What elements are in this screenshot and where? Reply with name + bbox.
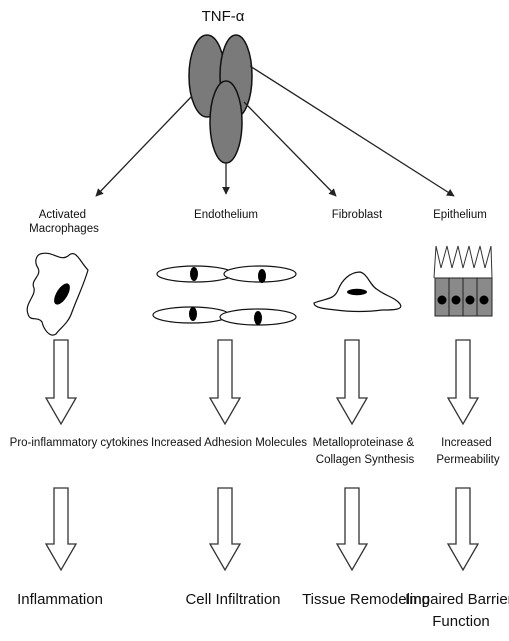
hollow-down-arrows-row-2 — [46, 488, 478, 570]
tnf-trimer-icon — [189, 35, 252, 163]
arrow-to-macrophages — [96, 96, 192, 196]
outcome-inflammation: Inflammation — [17, 591, 103, 608]
fibroblast-icon — [314, 272, 401, 312]
hollow-down-arrow-icon — [46, 488, 76, 570]
effect-fibroblast: Metalloproteinase & Collagen Synthesis — [313, 437, 418, 466]
effect-epithelium: Increased Permeability — [436, 437, 500, 466]
effect-macrophages: Pro-inflammatory cytokines — [10, 437, 149, 449]
hollow-down-arrow-icon — [210, 488, 240, 570]
cell-label-macrophages: Activated Macrophages — [29, 209, 99, 235]
endothelial-cells-icon — [153, 266, 296, 325]
arrow-to-epithelium — [250, 66, 454, 196]
effect-endothelium: Increased Adhesion Molecules — [151, 437, 307, 449]
hollow-down-arrow-icon — [448, 340, 478, 424]
cell-label-endothelium: Endothelium — [194, 209, 258, 221]
hollow-down-arrow-icon — [46, 340, 76, 424]
diagram-title: TNF-α — [202, 8, 245, 25]
cell-label-fibroblast: Fibroblast — [332, 209, 383, 221]
arrow-to-fibroblast — [244, 102, 336, 196]
hollow-down-arrow-icon — [337, 488, 367, 570]
epithelium-icon — [434, 246, 492, 316]
hollow-down-arrow-icon — [210, 340, 240, 424]
hollow-down-arrows-row-1 — [46, 340, 478, 424]
cell-label-epithelium: Epithelium — [433, 209, 487, 221]
outcome-cell-infiltration: Cell Infiltration — [185, 591, 280, 608]
trimer-connector-arrows — [96, 66, 454, 196]
hollow-down-arrow-icon — [448, 488, 478, 570]
outcome-impaired-barrier: Impaired Barrier Function — [405, 591, 509, 630]
hollow-down-arrow-icon — [337, 340, 367, 424]
macrophage-icon — [27, 253, 88, 335]
